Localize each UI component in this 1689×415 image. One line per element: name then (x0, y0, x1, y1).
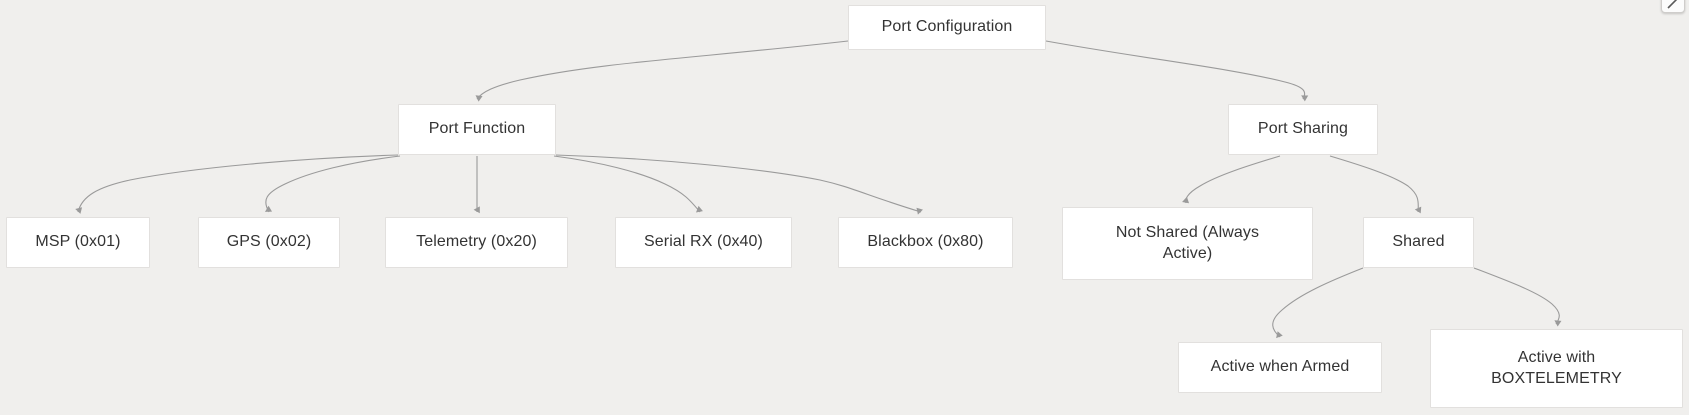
node-label: GPS (0x02) (226, 233, 312, 251)
node-not-shared[interactable]: Not Shared (Always Active) (1062, 207, 1313, 280)
node-label: Active with BOXTELEMETRY (1491, 348, 1622, 387)
edge-port-function-to-msp (75, 154, 399, 214)
node-label: Port Sharing (1257, 120, 1349, 138)
node-blackbox[interactable]: Blackbox (0x80) (838, 217, 1013, 268)
node-label: Telemetry (0x20) (416, 233, 537, 251)
expand-diagonal-icon (1666, 0, 1680, 10)
node-serial-rx[interactable]: Serial RX (0x40) (615, 217, 792, 268)
edge-shared-to-active-with-boxtelemetry (1473, 267, 1562, 327)
node-active-with-boxtelemetry[interactable]: Active with BOXTELEMETRY (1430, 329, 1683, 408)
edge-port-configuration-to-port-sharing (1045, 40, 1309, 102)
node-label: Shared (1392, 233, 1445, 251)
node-port-sharing[interactable]: Port Sharing (1228, 104, 1378, 155)
edge-port-configuration-to-port-function (475, 40, 849, 102)
node-port-configuration[interactable]: Port Configuration (848, 5, 1046, 50)
node-telemetry[interactable]: Telemetry (0x20) (385, 217, 568, 268)
node-msp[interactable]: MSP (0x01) (6, 217, 150, 268)
node-shared[interactable]: Shared (1363, 217, 1474, 268)
node-gps[interactable]: GPS (0x02) (198, 217, 340, 268)
edge-port-sharing-to-not-shared (1182, 155, 1281, 204)
node-label: Port Configuration (881, 18, 1013, 36)
node-label: Port Function (428, 120, 526, 138)
node-label: Blackbox (0x80) (867, 233, 984, 251)
node-port-function[interactable]: Port Function (398, 104, 556, 155)
node-label: Not Shared (Always Active) (1115, 223, 1260, 262)
node-label: Serial RX (0x40) (644, 233, 763, 251)
node-label: MSP (0x01) (35, 233, 121, 251)
edge-port-function-to-serial-rx (553, 155, 703, 213)
expand-diagram-button[interactable] (1661, 0, 1685, 13)
edge-port-sharing-to-shared (1329, 155, 1422, 214)
node-label: Active when Armed (1210, 358, 1350, 376)
edge-port-function-to-gps (264, 155, 401, 213)
node-active-when-armed[interactable]: Active when Armed (1178, 342, 1382, 393)
edge-port-function-to-blackbox (555, 154, 923, 215)
